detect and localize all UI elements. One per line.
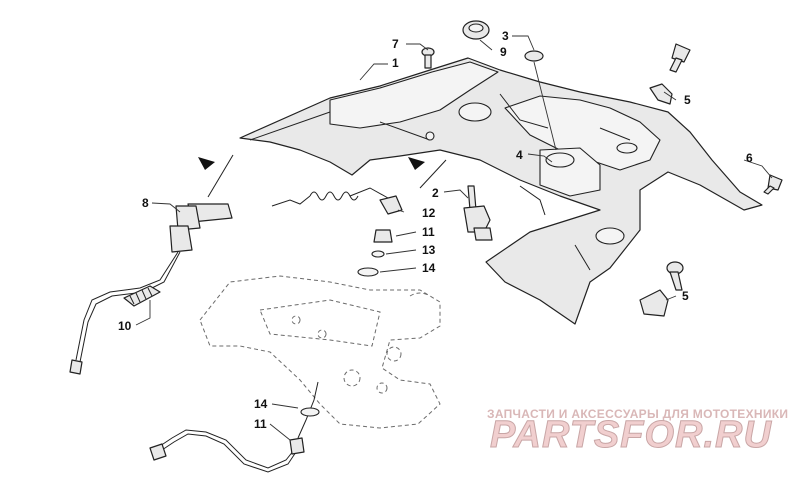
washer-part-13 <box>371 250 385 258</box>
watermark-tagline: ЗАПЧАСТИ И АКСЕССУАРЫ ДЛЯ МОТОТЕХНИКИ <box>487 407 788 421</box>
callout-14-lower: 14 <box>254 397 268 411</box>
callout-7: 7 <box>392 37 399 51</box>
screw-part-7 <box>421 47 435 69</box>
watermark-brand: PARTSFOR.RU <box>490 414 772 456</box>
spring-part-12 <box>271 187 403 215</box>
callout-11-lower: 11 <box>254 417 267 431</box>
callout-5-bottom: 5 <box>682 289 689 303</box>
callout-14-upper: 14 <box>422 261 436 275</box>
clip-part-5-bottom <box>639 261 684 317</box>
phantom-frame <box>199 275 441 429</box>
oring-part-14-upper <box>357 267 379 277</box>
direction-arrow-left <box>198 157 215 170</box>
ring-part-3 <box>524 50 544 62</box>
callout-12: 12 <box>422 206 436 220</box>
callout-5-top: 5 <box>684 93 691 107</box>
direction-arrow-right <box>408 157 425 170</box>
callout-8: 8 <box>142 196 149 210</box>
callout-11-upper: 11 <box>422 225 435 239</box>
sleeve-part-10 <box>123 285 161 307</box>
clip-part-5-top <box>649 43 691 105</box>
leader-lines <box>135 35 773 441</box>
callout-1: 1 <box>392 56 399 70</box>
lower-cable-assembly <box>149 381 319 473</box>
switch-part-2 <box>463 185 493 241</box>
callout-4: 4 <box>516 148 523 162</box>
rivet-part-6 <box>763 174 783 195</box>
oring-part-14-lower <box>300 407 320 417</box>
callout-3: 3 <box>502 29 509 43</box>
grommet-part-9 <box>462 20 490 40</box>
callout-2: 2 <box>432 186 439 200</box>
callout-6: 6 <box>746 151 753 165</box>
ignition-switch-part-8 <box>69 203 233 375</box>
console-panel <box>239 57 763 325</box>
watermark: ЗАПЧАСТИ И АКСЕССУАРЫ ДЛЯ МОТОТЕХНИКИ PA… <box>487 407 788 457</box>
callout-9: 9 <box>500 45 507 59</box>
callout-10: 10 <box>118 319 132 333</box>
cap-part-11-upper <box>373 229 393 243</box>
callouts: 1 7 9 3 4 5 6 2 8 12 11 13 14 5 10 14 11 <box>118 29 753 431</box>
callout-13: 13 <box>422 243 436 257</box>
